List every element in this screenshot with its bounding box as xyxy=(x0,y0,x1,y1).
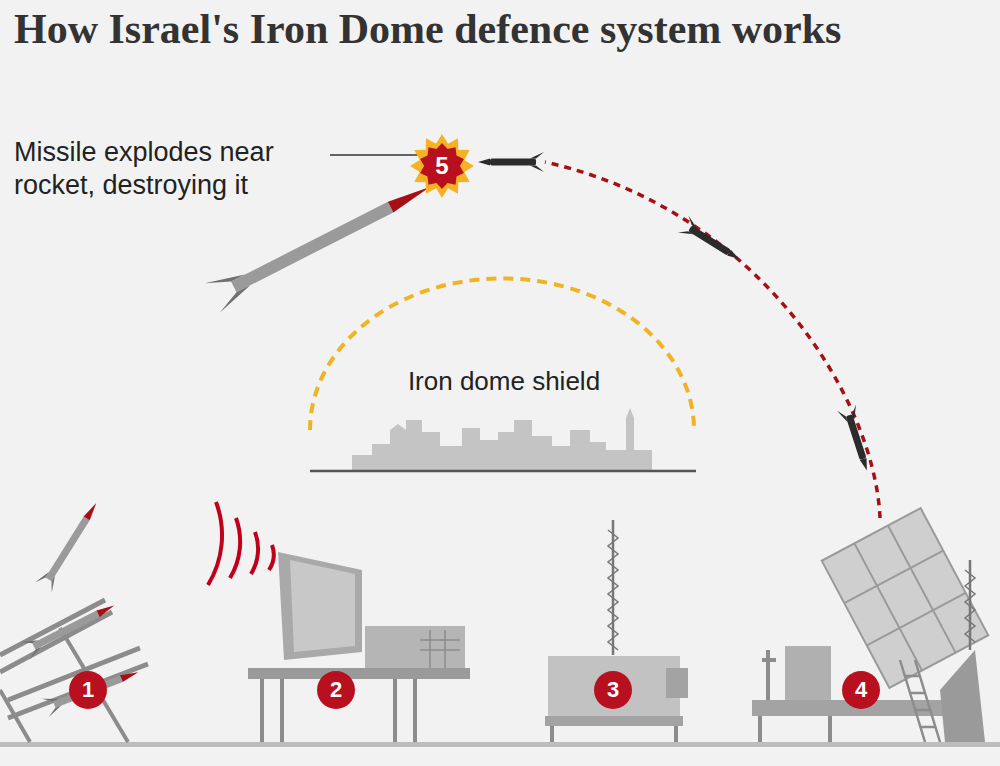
control-unit xyxy=(545,520,688,742)
leader-line xyxy=(330,154,418,156)
callout-number: 5 xyxy=(410,134,474,198)
callout-number: 1 xyxy=(68,670,108,710)
region-label: Iron dome shield xyxy=(404,366,604,396)
callout-number: 2 xyxy=(316,670,356,710)
callout-circle: 2 xyxy=(316,670,356,710)
callout-text: Missile explodes near rocket, destroying… xyxy=(14,136,344,202)
enemy-rocket xyxy=(478,152,544,172)
rocket-launcher xyxy=(0,498,148,742)
explosion-callout: 5 xyxy=(410,134,474,198)
enemy-rocket xyxy=(678,216,745,268)
enemy-rocket xyxy=(837,405,876,474)
skyline xyxy=(352,408,652,470)
callout-circle: 3 xyxy=(593,670,633,710)
ground xyxy=(0,742,1000,747)
callout-number: 4 xyxy=(841,670,881,710)
rocket-trajectory xyxy=(545,162,880,518)
callout-number: 3 xyxy=(593,670,633,710)
callout-circle: 4 xyxy=(841,670,881,710)
skyline-base xyxy=(310,470,696,473)
radar-unit xyxy=(208,502,470,742)
title: How Israel's Iron Dome defence system wo… xyxy=(14,6,894,52)
interceptor-launcher xyxy=(752,508,988,742)
callout-circle: 1 xyxy=(68,670,108,710)
shield-arc xyxy=(310,278,694,430)
